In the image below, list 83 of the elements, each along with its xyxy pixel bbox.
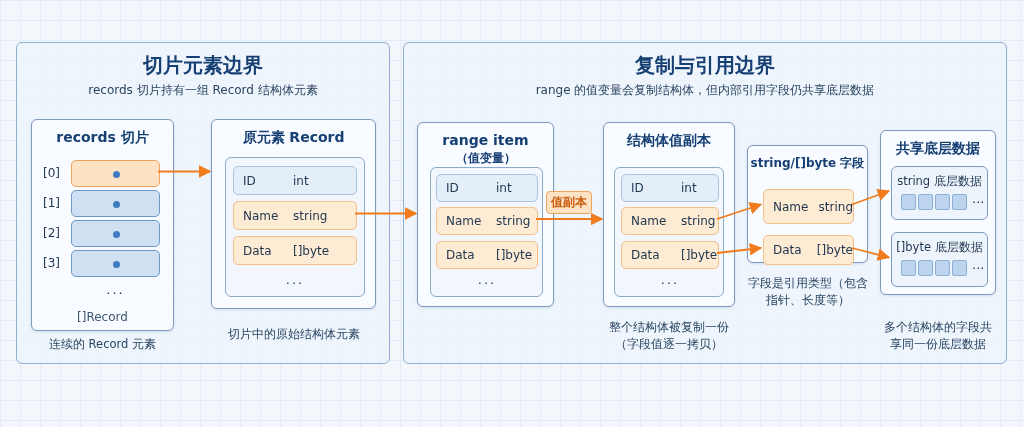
panel-title: range item <box>441 132 530 148</box>
data-block <box>891 232 988 287</box>
field-name: Data <box>243 243 273 258</box>
field-name: Data <box>631 248 661 262</box>
slot-box <box>71 220 160 247</box>
section-title: 切片元素边界 <box>141 52 264 79</box>
field-row <box>436 207 538 235</box>
panel-title: 原元素 Record <box>241 129 346 147</box>
ellipsis: ... <box>233 270 357 290</box>
field-name: Name <box>773 199 810 214</box>
field-name: ID <box>243 173 257 188</box>
arrow <box>716 202 763 220</box>
field-name: Name <box>446 214 483 228</box>
arrow <box>535 212 604 226</box>
struct-panel <box>880 130 996 295</box>
field-type: string <box>681 214 716 228</box>
field-name: ID <box>631 181 645 195</box>
section-subtitle: range 的值变量会复制结构体，但内部引用字段仍共享底层数据 <box>534 82 876 99</box>
field-name: Name <box>243 208 280 223</box>
field-type: []byte <box>681 248 718 262</box>
ellipsis: ... <box>436 270 538 290</box>
section-panel <box>16 42 390 364</box>
index-label: [0] <box>43 166 60 180</box>
field-name: Data <box>446 248 476 262</box>
struct-panel <box>31 119 174 331</box>
caption-text: 整个结构体被复制一份（字段值逐一拷贝） <box>608 319 730 353</box>
field-type: string <box>293 208 328 223</box>
field-row <box>233 201 357 230</box>
block-title: []byte 底层数据 <box>895 240 984 255</box>
ellipsis: ... <box>621 270 719 290</box>
arrow <box>157 165 212 178</box>
section-title: 复制与引用边界 <box>634 52 776 79</box>
section-panel <box>403 42 1007 364</box>
caption-text: 字段是引用类型（包含指针、长度等） <box>746 275 869 309</box>
field-type: []byte <box>816 243 853 257</box>
ellipsis: ... <box>71 280 160 300</box>
panel-title: string/[]byte 字段 <box>749 155 866 172</box>
field-type: int <box>681 181 697 195</box>
field-row <box>621 241 719 269</box>
section-subtitle: records 切片持有一组 Record 结构体元素 <box>87 82 319 99</box>
arrow <box>851 247 891 261</box>
field-row <box>233 236 357 265</box>
field-row <box>621 174 719 202</box>
field-row <box>763 189 854 224</box>
edge-label: 值副本 <box>546 191 592 214</box>
slot-box <box>71 190 160 217</box>
arrow <box>851 188 891 206</box>
slot-box <box>71 160 160 187</box>
field-type: int <box>293 173 309 188</box>
type-label: []Record <box>76 310 129 324</box>
block-title: string 底层数据 <box>896 174 983 189</box>
struct-panel <box>747 145 868 263</box>
field-type: int <box>496 181 512 195</box>
arrow <box>354 207 418 220</box>
arrow <box>716 243 763 256</box>
data-block <box>891 166 988 220</box>
caption-text: 多个结构体的字段共享同一份底层数据 <box>883 319 993 353</box>
slot-box <box>71 250 160 277</box>
field-row <box>436 174 538 202</box>
field-name: Data <box>773 243 803 257</box>
field-type: string <box>496 214 531 228</box>
ellipsis: ... <box>972 257 985 272</box>
field-type: []byte <box>293 243 330 258</box>
struct-panel <box>603 122 735 307</box>
panel-title: 共享底层数据 <box>895 140 981 158</box>
index-label: [2] <box>43 226 60 240</box>
panel-subtitle: （值变量） <box>454 150 517 167</box>
index-label: [1] <box>43 196 60 210</box>
panel-title: records 切片 <box>55 129 150 147</box>
caption-text: 连续的 Record 元素 <box>47 336 157 353</box>
struct-panel <box>211 119 376 309</box>
index-label: [3] <box>43 256 60 270</box>
field-row <box>621 207 719 235</box>
field-row <box>763 235 854 265</box>
panel-title: 结构体值副本 <box>626 132 712 150</box>
field-row <box>233 166 357 195</box>
field-row <box>436 241 538 269</box>
field-name: ID <box>446 181 460 195</box>
ellipsis: ... <box>972 191 985 206</box>
field-name: Name <box>631 214 668 228</box>
field-type: []byte <box>496 248 533 262</box>
field-type: string <box>818 199 853 214</box>
caption-text: 切片中的原始结构体元素 <box>226 326 361 343</box>
